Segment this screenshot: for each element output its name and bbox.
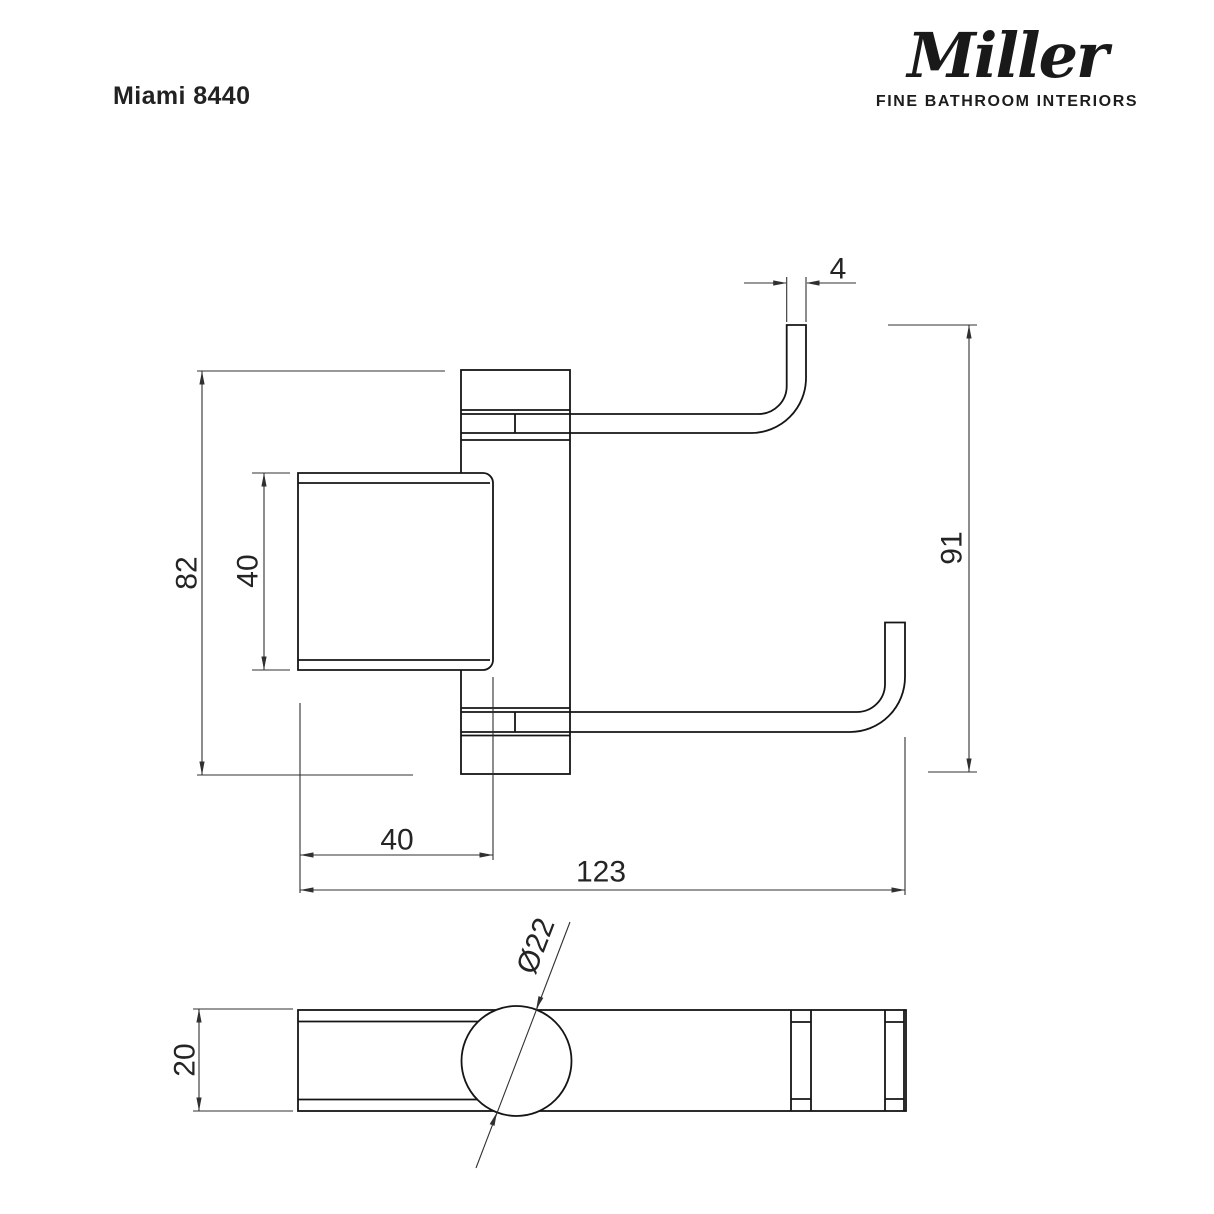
bottom-view — [297, 1005, 907, 1117]
side-view — [297, 324, 906, 775]
dim22-label: Ø22 — [510, 914, 561, 979]
dim123-label: 123 — [576, 856, 626, 889]
dim40h-arrow-right — [479, 852, 493, 858]
hook-tube-section-2 — [884, 1010, 905, 1111]
dim-body-depth-20: 20 — [169, 1008, 293, 1112]
dim40h-label: 40 — [380, 824, 413, 857]
top-hook — [461, 324, 807, 441]
square-cover — [297, 472, 494, 671]
dim123-arrow-right — [891, 887, 905, 893]
dim82-arrow-up — [199, 371, 205, 385]
dim20-arrow-down — [196, 1097, 202, 1111]
dim4-arrow-left — [806, 280, 820, 286]
dim-overall-projection-123: 123 — [300, 737, 906, 895]
top-hook-outline — [461, 324, 807, 434]
brand-tagline: FINE BATHROOM INTERIORS — [875, 93, 1139, 111]
dim-hook-tip-height-91: 91 — [888, 324, 977, 773]
product-title: Miami 8440 — [113, 82, 251, 110]
dim91-label: 91 — [936, 531, 969, 564]
dim40v-label: 40 — [232, 554, 265, 587]
dim82-label: 82 — [171, 556, 204, 589]
body-outline — [297, 1009, 907, 1112]
dim-cover-width-40: 40 — [299, 677, 494, 893]
dim40h-arrow-left — [300, 852, 314, 858]
dim123-arrow-left — [300, 887, 314, 893]
dim-square-cover-height-40: 40 — [232, 472, 290, 671]
bottom-hook-outline — [461, 621, 906, 733]
brand-logo: Miller FINE BATHROOM INTERIORS — [852, 20, 1162, 111]
dim-overall-height-82: 82 — [171, 370, 445, 776]
dim40v-arrow-down — [261, 656, 267, 670]
dim82-arrow-down — [199, 761, 205, 775]
hook-tube-section-1 — [790, 1010, 812, 1111]
bottom-hook — [461, 621, 906, 737]
dim91-arrow-down — [966, 758, 972, 772]
square-cover-outline — [297, 472, 494, 671]
wall-plate — [460, 369, 571, 775]
dim91-arrow-up — [966, 325, 972, 339]
dim-hook-thickness-4: 4 — [744, 253, 856, 322]
dim20-label: 20 — [169, 1043, 202, 1076]
dim4-arrow-right — [773, 280, 787, 286]
dim40v-arrow-up — [261, 473, 267, 487]
dim4-label: 4 — [830, 253, 847, 286]
dim20-arrow-up — [196, 1009, 202, 1023]
brand-name: Miller — [907, 19, 1108, 92]
dim22-leader-line — [475, 921, 571, 1169]
